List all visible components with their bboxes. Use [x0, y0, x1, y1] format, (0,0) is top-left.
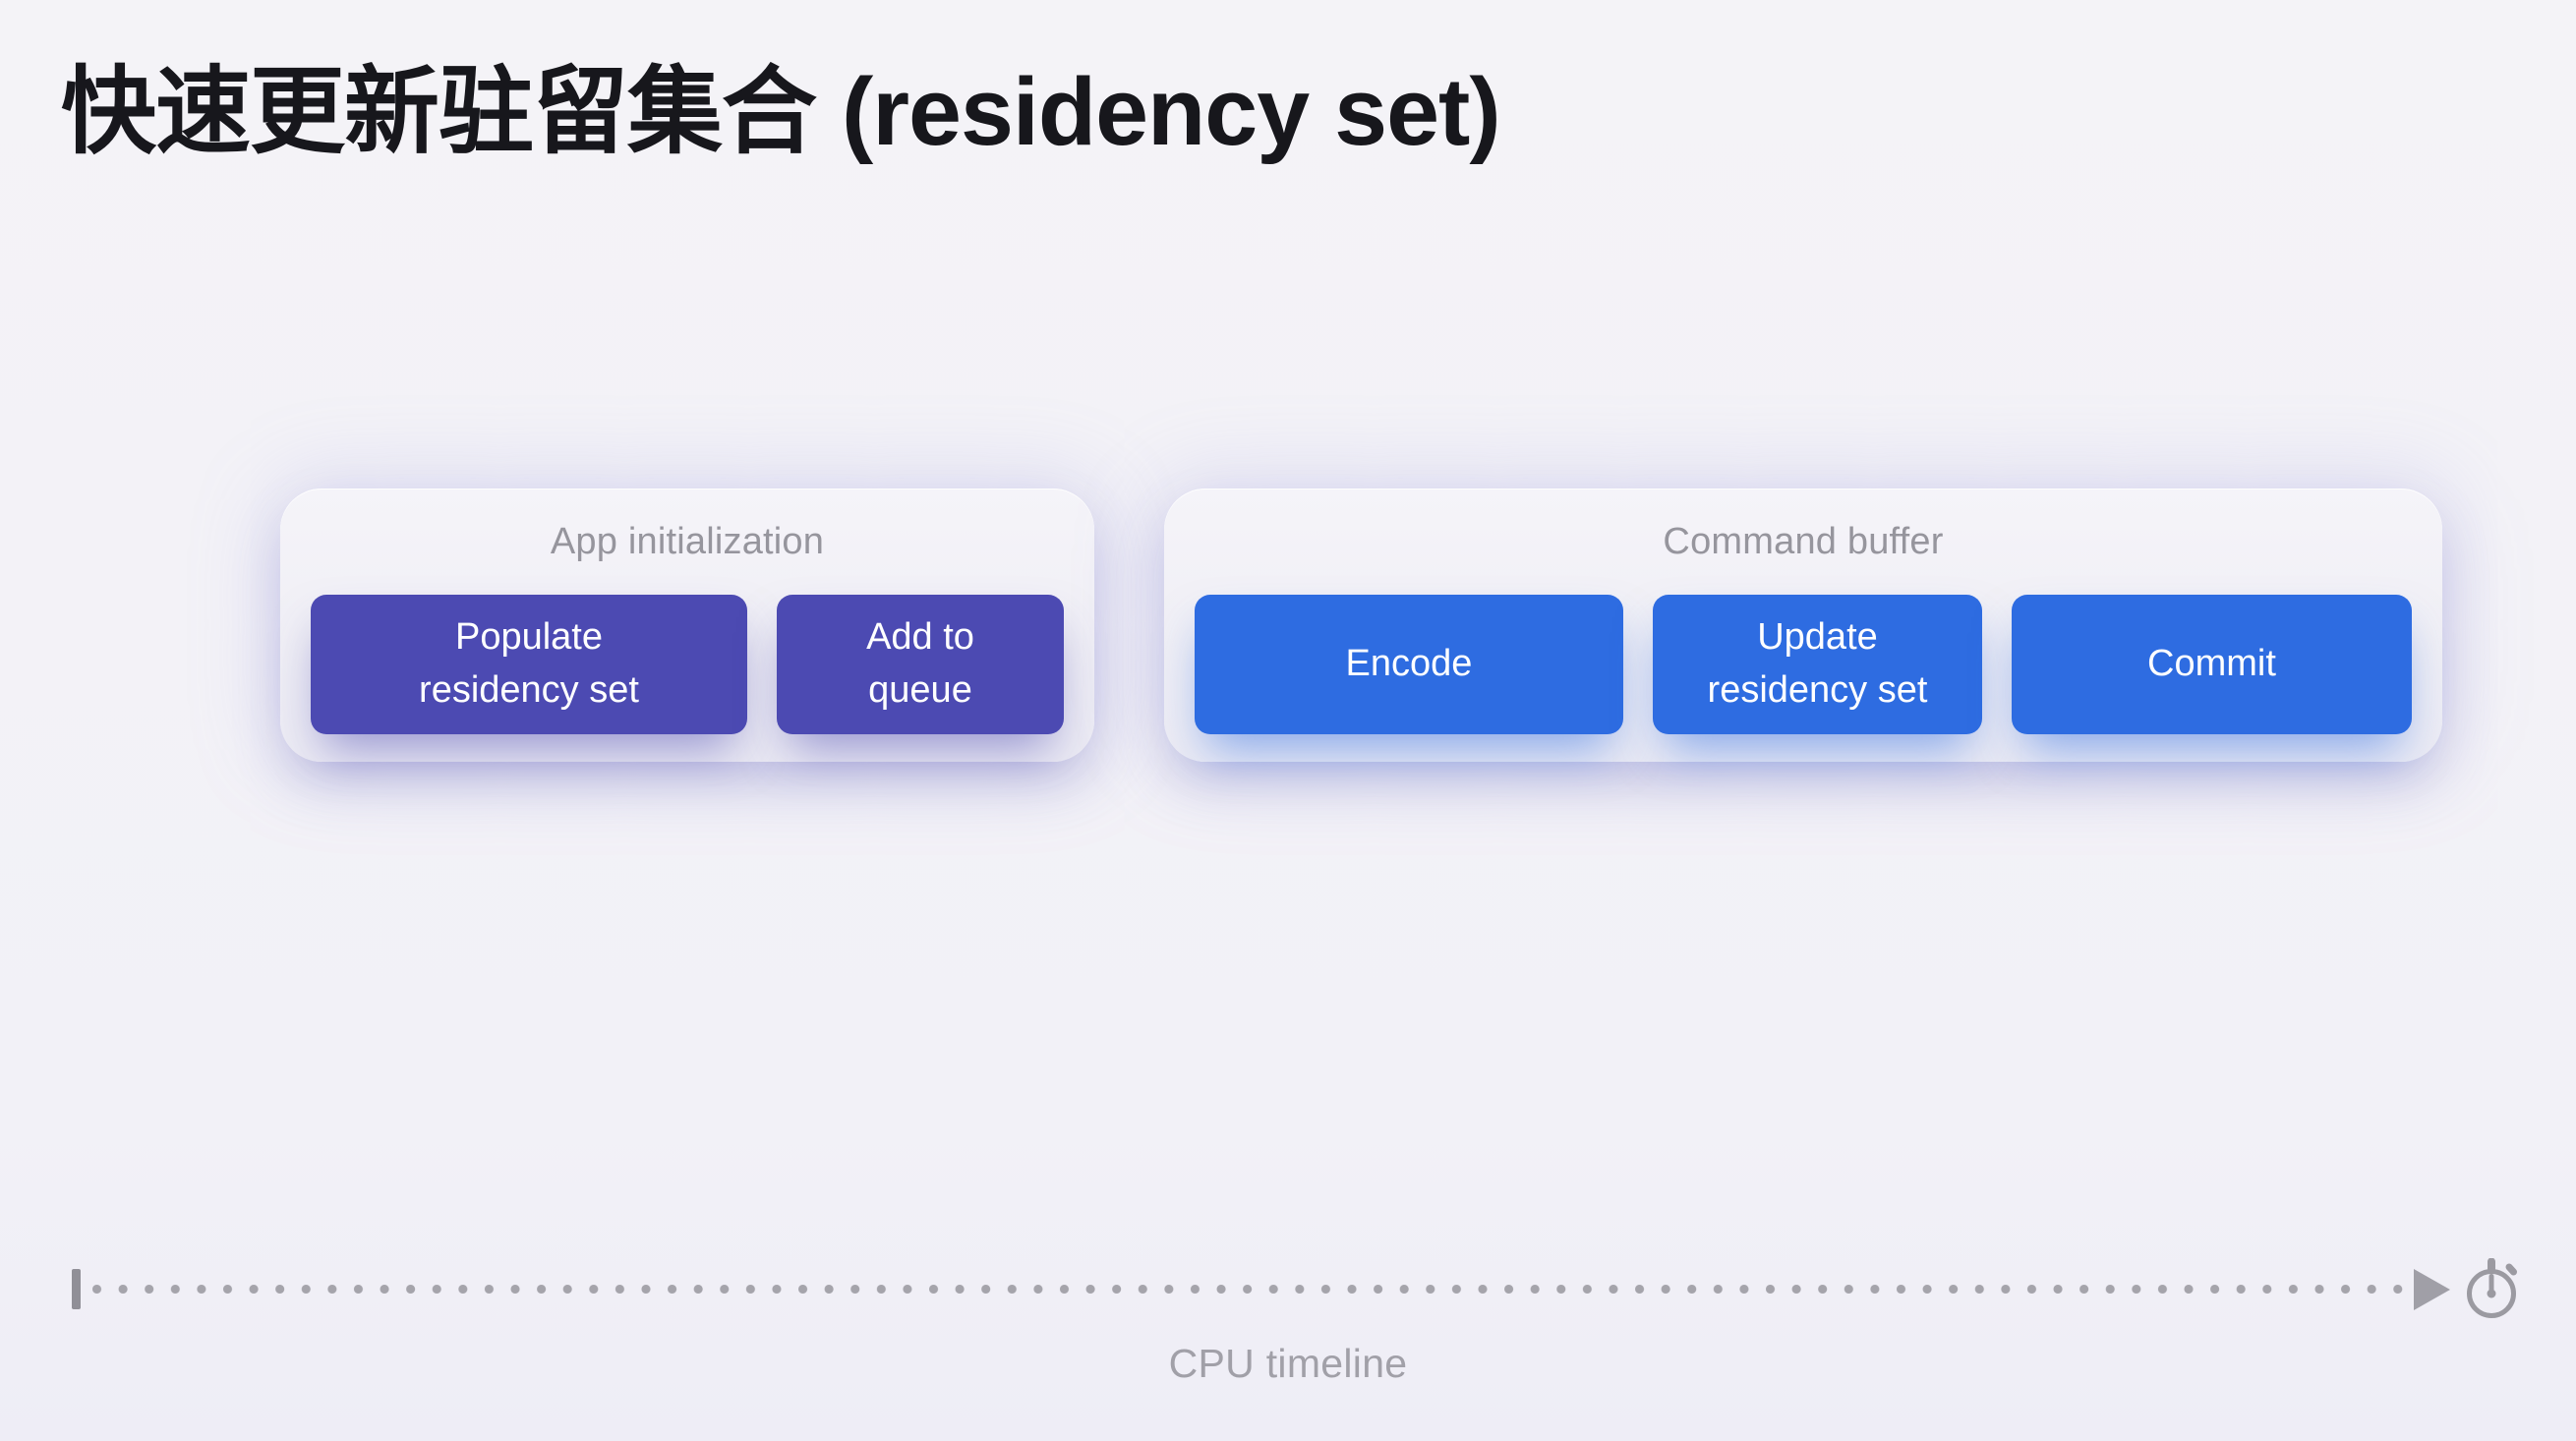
step-label: Add to queue	[866, 616, 974, 711]
step-label: Populate residency set	[419, 616, 639, 711]
group-command-buffer: Command buffer Encode Update residency s…	[1164, 489, 2442, 762]
step-label: Commit	[2147, 643, 2276, 685]
group-app-initialization: App initialization Populate residency se…	[280, 489, 1094, 762]
timeline-label: CPU timeline	[1168, 1341, 1408, 1386]
page-title: 快速更新驻留集合 (residency set)	[61, 58, 1501, 165]
group-label: Command buffer	[1663, 520, 1944, 562]
step-encode: Encode	[1195, 595, 1623, 734]
step-label: Update residency set	[1707, 616, 1928, 711]
group-steps: Populate residency set Add to queue	[280, 595, 1094, 734]
arrow-right-icon	[2414, 1269, 2450, 1310]
group-steps: Encode Update residency set Commit	[1164, 595, 2442, 734]
group-label: App initialization	[550, 520, 825, 562]
step-update-residency-set: Update residency set	[1653, 595, 1982, 734]
step-commit: Commit	[2012, 595, 2412, 734]
stopwatch-icon	[2467, 1258, 2517, 1318]
step-add-to-queue: Add to queue	[777, 595, 1064, 734]
timeline-dotted-line	[92, 1285, 2411, 1294]
step-label: Encode	[1345, 643, 1473, 685]
timeline-start-tick	[72, 1269, 81, 1309]
step-populate-residency-set: Populate residency set	[311, 595, 747, 734]
